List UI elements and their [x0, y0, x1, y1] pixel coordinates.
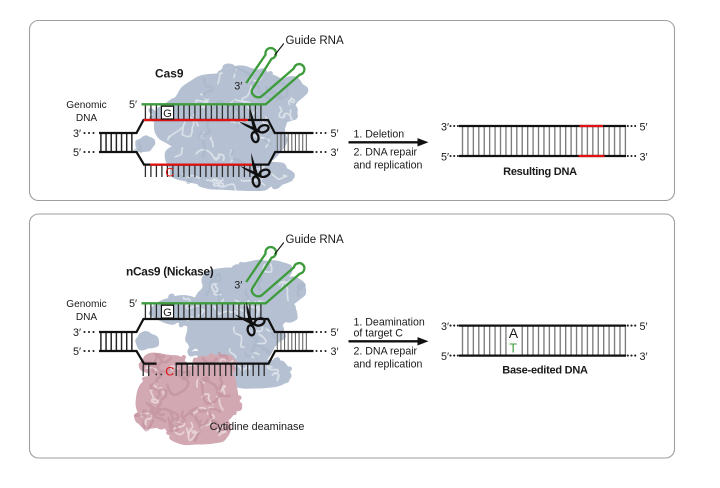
svg-text:5′: 5′ — [129, 99, 137, 111]
svg-text:G: G — [163, 108, 172, 120]
svg-text:3′: 3′ — [331, 346, 339, 358]
svg-text:and replication: and replication — [354, 359, 423, 371]
svg-text:G: G — [163, 307, 172, 319]
svg-text:C: C — [165, 165, 174, 179]
svg-text:T: T — [509, 340, 517, 355]
svg-text:3′: 3′ — [73, 327, 81, 339]
svg-text:3′: 3′ — [331, 147, 339, 159]
svg-text:3′: 3′ — [640, 151, 648, 163]
svg-text:Genomic: Genomic — [66, 299, 106, 310]
svg-text:5′: 5′ — [441, 151, 449, 163]
svg-text:Guide RNA: Guide RNA — [286, 35, 344, 47]
svg-text:1. Deletion: 1. Deletion — [354, 129, 405, 141]
svg-text:Guide RNA: Guide RNA — [286, 234, 344, 246]
svg-text:Cas9: Cas9 — [155, 67, 184, 81]
svg-text:3′: 3′ — [640, 351, 648, 363]
svg-text:5′: 5′ — [73, 346, 81, 358]
svg-text:3′: 3′ — [441, 121, 449, 133]
svg-text:DNA: DNA — [76, 312, 98, 323]
svg-text:A: A — [509, 326, 519, 341]
svg-text:3′: 3′ — [441, 321, 449, 333]
svg-text:3′: 3′ — [234, 280, 242, 292]
svg-text:2. DNA repair: 2. DNA repair — [354, 346, 418, 358]
svg-text:5′: 5′ — [331, 327, 339, 339]
svg-text:5′: 5′ — [640, 321, 648, 333]
svg-text:C: C — [165, 364, 174, 378]
svg-text:5′: 5′ — [129, 298, 137, 310]
svg-text:5′: 5′ — [331, 128, 339, 140]
svg-text:of target C: of target C — [354, 328, 404, 340]
svg-text:1. Deamination: 1. Deamination — [354, 317, 425, 329]
svg-text:Cytidine deaminase: Cytidine deaminase — [210, 421, 305, 433]
svg-text:and replication: and replication — [354, 160, 423, 172]
svg-text:Base-edited DNA: Base-edited DNA — [502, 364, 588, 376]
svg-text:Resulting DNA: Resulting DNA — [503, 166, 577, 178]
svg-text:5′: 5′ — [640, 121, 648, 133]
svg-text:DNA: DNA — [76, 113, 98, 124]
svg-text:3′: 3′ — [73, 128, 81, 140]
svg-text:2. DNA repair: 2. DNA repair — [354, 147, 418, 159]
svg-text:3′: 3′ — [234, 81, 242, 93]
svg-text:nCas9 (Nickase): nCas9 (Nickase) — [126, 265, 214, 279]
svg-text:Genomic: Genomic — [66, 100, 106, 111]
svg-text:5′: 5′ — [73, 147, 81, 159]
svg-text:5′: 5′ — [441, 351, 449, 363]
